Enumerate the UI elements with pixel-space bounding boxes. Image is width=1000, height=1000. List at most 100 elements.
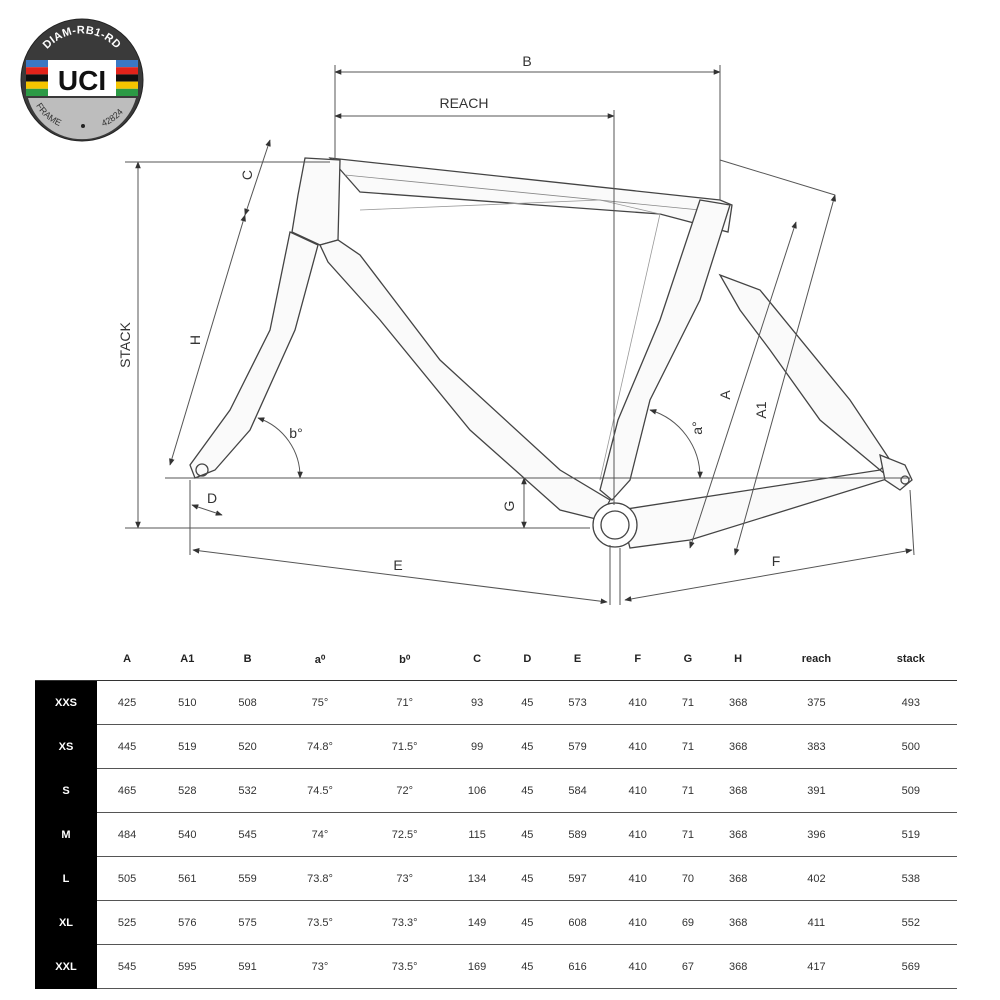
rainbow-stripe <box>26 60 48 68</box>
table-cell: 106 <box>447 768 508 813</box>
column-header: a⁰ <box>314 653 326 666</box>
table-cell: 584 <box>547 768 608 813</box>
frame-geometry-diagram: B REACH STACK C H b° D G E A A1 a° F <box>117 53 915 605</box>
table-cell: 71 <box>667 680 709 725</box>
table-cell: 410 <box>607 944 668 989</box>
table-cell: 410 <box>607 856 668 901</box>
table-cell: 169 <box>447 944 508 989</box>
table-cell: 508 <box>217 680 278 725</box>
table-cell: 45 <box>507 856 548 901</box>
table-cell: 383 <box>768 724 865 769</box>
label-b-angle: b° <box>289 425 302 441</box>
size-label: XS <box>35 724 97 769</box>
size-label: S <box>35 768 97 813</box>
table-cell: 591 <box>217 944 278 989</box>
table-cell: 402 <box>768 856 865 901</box>
table-cell: 396 <box>768 812 865 857</box>
table-cell: 519 <box>157 724 218 769</box>
label-a1: A1 <box>753 401 769 418</box>
table-cell: 74.8° <box>277 724 363 769</box>
dimension-labels: B REACH STACK C H b° D G E A A1 a° F <box>117 53 780 573</box>
uci-frame-badge: DIAM-RB1-RD UCI FRAME 42824 <box>20 18 144 142</box>
table-cell: 493 <box>864 680 957 725</box>
table-cell: 69 <box>667 900 709 945</box>
label-h: H <box>187 335 203 345</box>
table-cell: 410 <box>607 724 668 769</box>
size-label: L <box>35 856 97 901</box>
table-cell: 71.5° <box>362 724 447 769</box>
table-cell: 70 <box>667 856 709 901</box>
label-a-angle: a° <box>689 421 705 434</box>
table-cell: 417 <box>768 944 865 989</box>
table-cell: 410 <box>607 900 668 945</box>
table-cell: 509 <box>864 768 957 813</box>
size-label: XXL <box>35 944 97 989</box>
rainbow-stripe <box>26 74 48 82</box>
label-reach: REACH <box>439 95 488 111</box>
rainbow-stripe <box>116 81 138 89</box>
table-cell: 528 <box>157 768 218 813</box>
table-cell: 561 <box>157 856 218 901</box>
table-cell: 71 <box>667 768 709 813</box>
table-cell: 75° <box>277 680 363 725</box>
table-cell: 410 <box>607 680 668 725</box>
table-cell: 540 <box>157 812 218 857</box>
table-cell: 368 <box>708 680 769 725</box>
table-cell: 73.3° <box>362 900 447 945</box>
table-cell: 519 <box>864 812 957 857</box>
label-stack: STACK <box>117 322 133 368</box>
table-cell: 72° <box>362 768 447 813</box>
rainbow-stripe <box>26 88 48 96</box>
table-cell: 575 <box>217 900 278 945</box>
table-cell: 115 <box>447 812 508 857</box>
table-cell: 545 <box>97 944 158 989</box>
table-cell: 559 <box>217 856 278 901</box>
table-cell: 597 <box>547 856 608 901</box>
bike-frame-outline <box>189 157 913 549</box>
label-a: A <box>717 390 733 400</box>
label-c: C <box>239 170 255 180</box>
column-header: stack <box>896 653 925 665</box>
table-cell: 520 <box>217 724 278 769</box>
label-f: F <box>772 553 781 569</box>
rainbow-stripe <box>116 60 138 68</box>
table-cell: 505 <box>97 856 158 901</box>
table-cell: 67 <box>667 944 709 989</box>
table-cell: 569 <box>864 944 957 989</box>
column-header: A1 <box>180 653 195 665</box>
label-b: B <box>522 53 531 69</box>
table-cell: 391 <box>768 768 865 813</box>
rainbow-stripe <box>116 67 138 75</box>
table-cell: 616 <box>547 944 608 989</box>
table-cell: 93 <box>447 680 508 725</box>
column-header: C <box>473 653 482 665</box>
rainbow-stripe <box>26 67 48 75</box>
uci-logo: UCI <box>58 65 106 96</box>
table-cell: 368 <box>708 900 769 945</box>
column-header: H <box>734 653 743 665</box>
rainbow-stripe <box>116 88 138 96</box>
table-cell: 545 <box>217 812 278 857</box>
table-cell: 595 <box>157 944 218 989</box>
table-cell: 375 <box>768 680 865 725</box>
table-cell: 74.5° <box>277 768 363 813</box>
table-cell: 525 <box>97 900 158 945</box>
table-cell: 45 <box>507 944 548 989</box>
column-header: F <box>634 653 642 665</box>
table-cell: 425 <box>97 680 158 725</box>
table-cell: 99 <box>447 724 508 769</box>
table-cell: 74° <box>277 812 363 857</box>
label-d: D <box>207 490 217 506</box>
table-cell: 608 <box>547 900 608 945</box>
column-header: b⁰ <box>399 653 411 666</box>
column-header: B <box>243 653 252 665</box>
table-cell: 71 <box>667 724 709 769</box>
